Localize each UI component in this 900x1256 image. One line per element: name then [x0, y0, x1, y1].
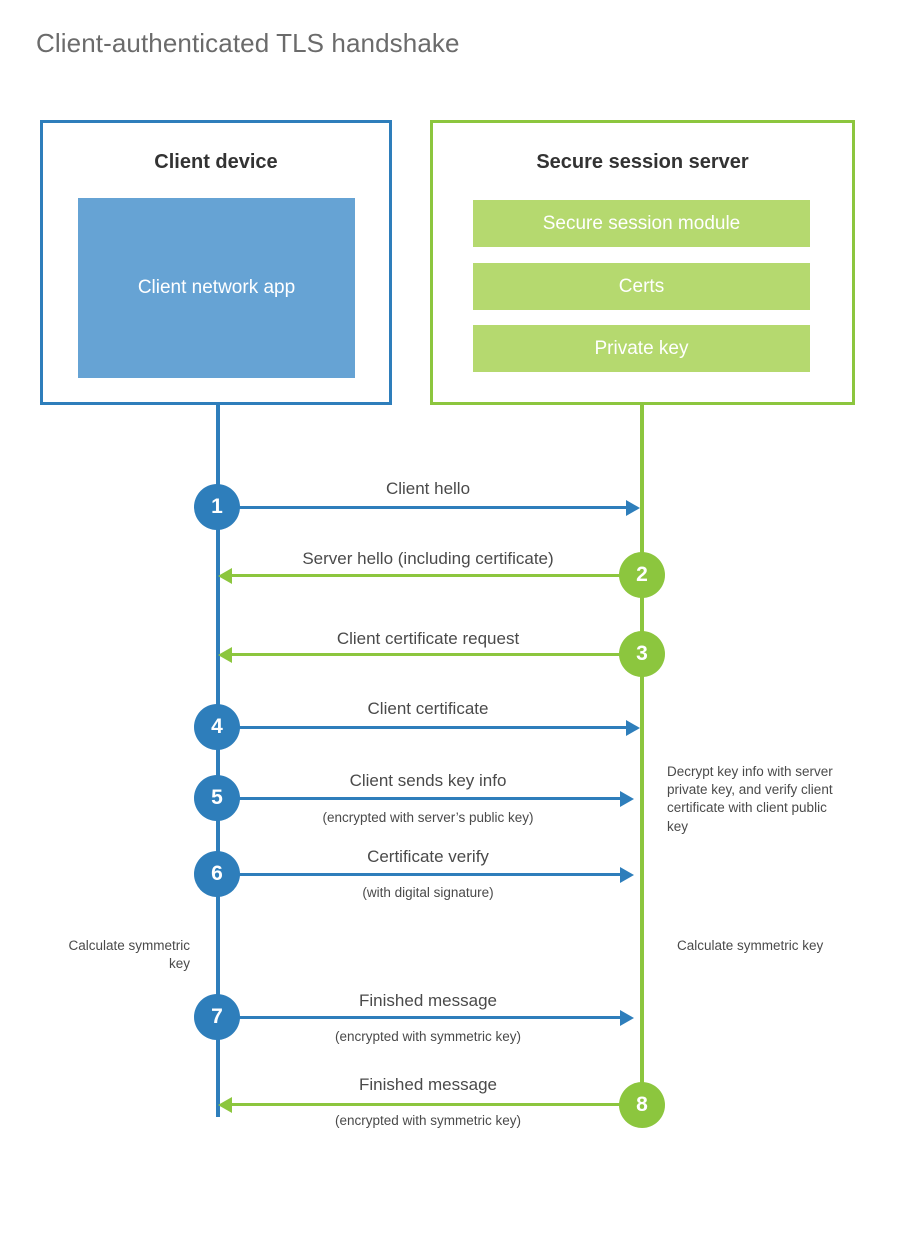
step-7-sublabel: (encrypted with symmetric key): [334, 1029, 522, 1044]
step-5-sublabel: (encrypted with server’s public key): [322, 810, 534, 825]
step-7-arrow-line: [218, 1016, 622, 1019]
step-7-label: Finished message: [359, 991, 497, 1010]
step-5-arrowhead: [620, 791, 634, 807]
server-calculate-symmetric-key-note: Calculate symmetric key: [677, 938, 824, 953]
step-1-arrow-line: [218, 506, 628, 509]
step-2-arrowhead: [218, 568, 232, 584]
step-6-badge[interactable]: 6: [194, 851, 240, 897]
secure-session-server-title: Secure session server: [536, 151, 749, 173]
step-2-arrow-line: [232, 574, 628, 577]
page-title: Client-authenticated TLS handshake: [36, 28, 460, 58]
step-8-label: Finished message: [359, 1075, 497, 1094]
client-network-app-block: Client network app: [78, 198, 355, 378]
step-2-label: Server hello (including certificate): [302, 549, 554, 568]
server-lifeline: [640, 405, 644, 1105]
step-5-arrow-line: [218, 797, 622, 800]
client-device-title: Client device: [154, 151, 278, 173]
step-6-arrow-line: [218, 873, 622, 876]
step-5-badge[interactable]: 5: [194, 775, 240, 821]
server-component-certs: Certs: [473, 263, 810, 310]
secure-session-server-box: Secure session server Secure session mod…: [430, 120, 855, 405]
step-1-arrowhead: [626, 500, 640, 516]
step-7-badge[interactable]: 7: [194, 994, 240, 1040]
client-calculate-symmetric-key-note: Calculate symmetric key: [68, 938, 190, 972]
step-8-arrow-line: [232, 1103, 628, 1106]
client-device-box: Client device Client network app: [40, 120, 392, 405]
step-6-arrowhead: [620, 867, 634, 883]
step-8-arrowhead: [218, 1097, 232, 1113]
step-3-badge[interactable]: 3: [619, 631, 665, 677]
step-4-arrow-line: [218, 726, 628, 729]
server-component-secure-session-module: Secure session module: [473, 200, 810, 247]
step-4-label: Client certificate: [367, 699, 489, 718]
step-4-badge[interactable]: 4: [194, 704, 240, 750]
step-3-arrow-line: [232, 653, 628, 656]
step-2-badge[interactable]: 2: [619, 552, 665, 598]
step-8-sublabel: (encrypted with symmetric key): [334, 1113, 522, 1128]
step-6-sublabel: (with digital signature): [362, 885, 494, 900]
step-1-badge[interactable]: 1: [194, 484, 240, 530]
server-decrypt-note: Decrypt key info with server private key…: [667, 764, 833, 834]
step-8-badge[interactable]: 8: [619, 1082, 665, 1128]
step-6-label: Certificate verify: [367, 847, 489, 866]
step-3-arrowhead: [218, 647, 232, 663]
step-4-arrowhead: [626, 720, 640, 736]
step-7-arrowhead: [620, 1010, 634, 1026]
step-5-label: Client sends key info: [349, 771, 507, 790]
step-3-label: Client certificate request: [336, 629, 520, 648]
client-lifeline: [216, 405, 220, 1117]
step-1-label: Client hello: [385, 479, 471, 498]
server-component-private-key: Private key: [473, 325, 810, 372]
